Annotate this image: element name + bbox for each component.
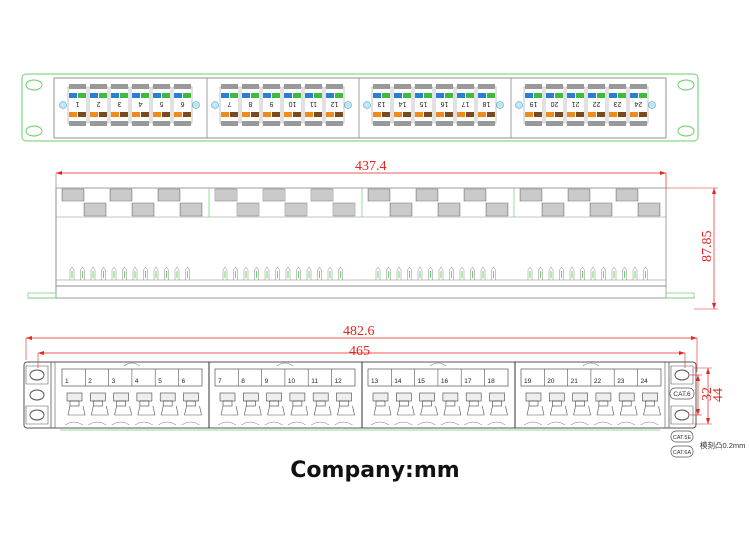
port-label: 10 bbox=[288, 378, 296, 385]
cat5e-badge: CAT.5E bbox=[673, 435, 692, 441]
rj45-port bbox=[289, 392, 306, 402]
rj45-port bbox=[489, 392, 505, 402]
port-label: 24 bbox=[641, 378, 649, 385]
rj45-port bbox=[159, 392, 176, 402]
rj45-port bbox=[372, 392, 389, 402]
rj45-port bbox=[266, 392, 282, 402]
rear-port-label: 19 bbox=[530, 100, 538, 107]
port-label: 11 bbox=[311, 378, 318, 385]
port-label: 18 bbox=[488, 378, 496, 385]
rj45-port bbox=[442, 392, 459, 402]
rear-port-label: 14 bbox=[399, 100, 407, 107]
rj45-port bbox=[395, 392, 412, 402]
port-label: 14 bbox=[394, 378, 402, 385]
port-label: 6 bbox=[182, 378, 186, 385]
rj45-port bbox=[525, 392, 542, 402]
dim-depth: 87.85 bbox=[700, 231, 715, 263]
rear-port-label: 5 bbox=[159, 100, 163, 107]
rear-port-label: 1 bbox=[75, 100, 79, 107]
front-module: 7 8 9 10 11 12 bbox=[208, 362, 356, 428]
front-module: 1 2 3 4 5 6 bbox=[61, 362, 203, 426]
top-module bbox=[361, 188, 509, 280]
rear-port-label: 12 bbox=[331, 100, 339, 107]
rear-port-label: 22 bbox=[593, 100, 601, 107]
rear-port-label: 3 bbox=[117, 100, 121, 107]
dim-panel-height: 44 bbox=[711, 388, 726, 402]
top-module bbox=[208, 188, 356, 280]
rj45-port bbox=[572, 392, 588, 402]
rj45-port bbox=[113, 392, 129, 402]
cat6a-badge: CAT.6A bbox=[673, 450, 692, 456]
rear-port-label: 17 bbox=[462, 100, 470, 107]
rear-module: 13 14 15 16 17 18 bbox=[358, 78, 504, 138]
unit-caption: Company:mm bbox=[290, 458, 460, 483]
dim-hole-spacing: 32 bbox=[700, 387, 715, 401]
rear-port-label: 23 bbox=[614, 100, 622, 107]
rj45-port bbox=[136, 392, 153, 402]
port-label: 20 bbox=[547, 378, 555, 385]
rj45-port bbox=[618, 392, 635, 402]
port-label: 23 bbox=[617, 378, 625, 385]
rj45-port bbox=[66, 392, 83, 402]
rj45-port bbox=[465, 392, 482, 402]
rear-port-label: 4 bbox=[138, 100, 142, 107]
rear-port-label: 24 bbox=[635, 100, 643, 107]
rj45-port bbox=[219, 392, 236, 402]
cat6-badge: CAT.6 bbox=[673, 391, 691, 398]
rj45-port bbox=[595, 392, 612, 402]
rj45-port bbox=[548, 392, 565, 402]
rear-port-label: 20 bbox=[551, 100, 559, 107]
rear-port-label: 10 bbox=[289, 100, 297, 107]
port-label: 1 bbox=[65, 378, 69, 385]
rear-port-label: 11 bbox=[310, 100, 317, 107]
port-label: 2 bbox=[88, 378, 92, 385]
emboss-note: 模刻凸0.2mm bbox=[700, 440, 745, 450]
port-label: 13 bbox=[371, 378, 379, 385]
port-label: 22 bbox=[594, 378, 602, 385]
rj45-port bbox=[90, 392, 106, 402]
port-label: 9 bbox=[265, 378, 269, 385]
port-label: 19 bbox=[524, 378, 532, 385]
rear-port-label: 9 bbox=[269, 100, 273, 107]
rj45-port bbox=[312, 392, 329, 402]
port-label: 7 bbox=[218, 378, 222, 385]
rear-port-label: 21 bbox=[572, 100, 580, 107]
dim-mount-spacing: 465 bbox=[349, 344, 370, 359]
rear-port-label: 8 bbox=[248, 100, 252, 107]
port-label: 21 bbox=[571, 378, 579, 385]
port-label: 12 bbox=[335, 378, 343, 385]
top-module bbox=[61, 188, 203, 280]
rj45-port bbox=[642, 392, 658, 402]
rj45-port bbox=[243, 392, 259, 402]
rear-module: 1 2 3 4 5 6 bbox=[59, 84, 200, 126]
rear-port-label: 18 bbox=[483, 100, 491, 107]
port-label: 8 bbox=[241, 378, 245, 385]
rear-port-label: 15 bbox=[420, 100, 428, 107]
rear-port-label: 6 bbox=[180, 100, 184, 107]
front-module: 13 14 15 16 17 18 bbox=[361, 362, 509, 428]
port-label: 4 bbox=[135, 378, 139, 385]
rear-port-label: 16 bbox=[441, 100, 449, 107]
top-view: 437.4 87.85 bbox=[27, 159, 718, 310]
front-module: 19 20 21 22 23 24 bbox=[514, 362, 662, 428]
rj45-port bbox=[419, 392, 435, 402]
rear-port-label: 7 bbox=[227, 100, 231, 107]
rear-module: 19 20 21 22 23 24 bbox=[510, 78, 656, 138]
rj45-port bbox=[336, 392, 352, 402]
rear-port-label: 13 bbox=[378, 100, 386, 107]
rj45-port bbox=[183, 392, 199, 402]
top-module bbox=[513, 188, 661, 280]
rear-module: 7 8 9 10 11 12 bbox=[206, 78, 352, 138]
port-label: 3 bbox=[112, 378, 116, 385]
port-label: 15 bbox=[418, 378, 426, 385]
rear-port-label: 2 bbox=[96, 100, 100, 107]
dim-body-width: 437.4 bbox=[355, 159, 387, 174]
port-label: 16 bbox=[441, 378, 449, 385]
dim-overall-width: 482.6 bbox=[343, 324, 375, 339]
port-label: 17 bbox=[464, 378, 472, 385]
port-label: 5 bbox=[158, 378, 162, 385]
